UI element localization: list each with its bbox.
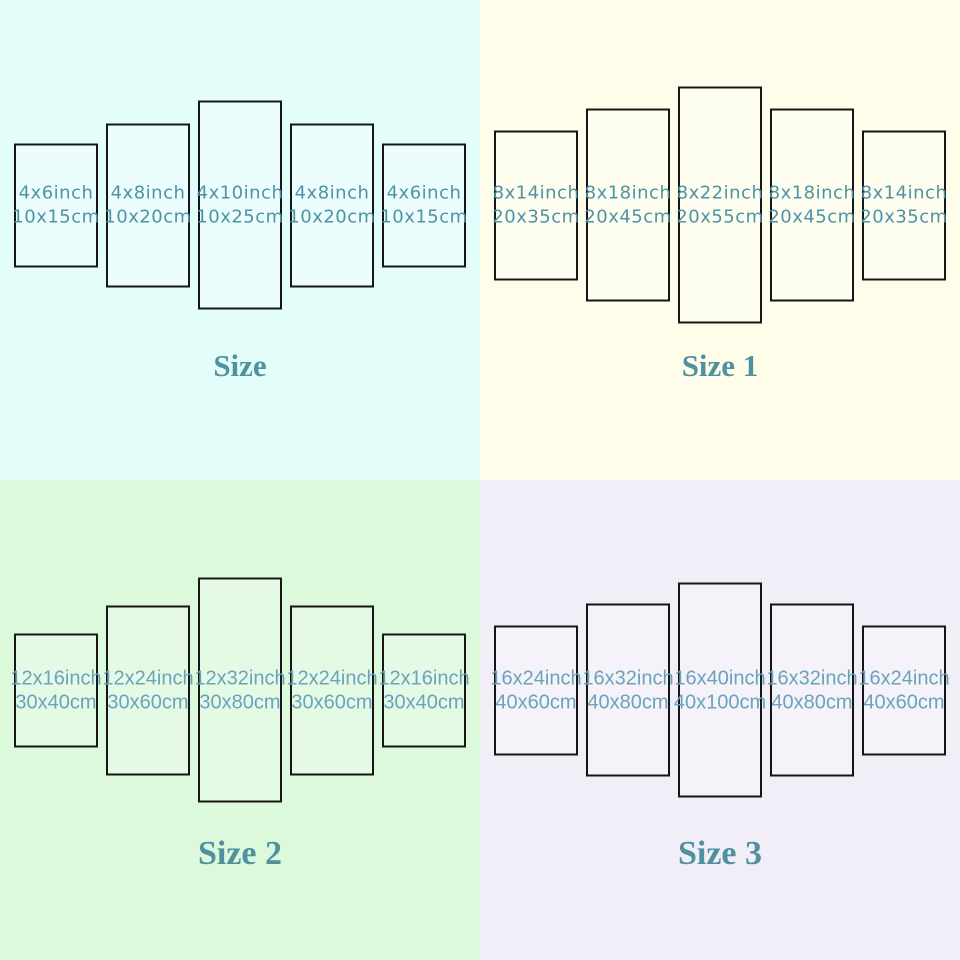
- panel: 16x24inch 40x60cm: [490, 625, 582, 755]
- panel-size-label: 4x6inch 10x15cm: [380, 181, 467, 229]
- size-cm: 10x20cm: [288, 206, 376, 227]
- panel: 8x14inch 20x35cm: [492, 130, 579, 280]
- size-inches: 12x16inch: [378, 667, 470, 689]
- panel-size-label: 12x24inch 30x60cm: [286, 666, 377, 714]
- panel: 8x18inch 20x45cm: [584, 108, 671, 302]
- size-cm: 10x15cm: [380, 206, 468, 227]
- size-inches: 12x16inch: [10, 667, 102, 689]
- size-cm: 10x15cm: [12, 206, 100, 227]
- size-cm: 20x45cm: [584, 206, 672, 227]
- panel-size-label: 12x16inch 30x40cm: [378, 666, 469, 714]
- size-inches: 16x24inch: [490, 667, 582, 689]
- size-cm: 20x35cm: [492, 206, 580, 227]
- size-cm: 20x55cm: [676, 206, 764, 227]
- panel: 8x18inch 20x45cm: [768, 108, 855, 302]
- quadrant-title: Size: [213, 348, 267, 383]
- panel-size-label: 16x24inch 40x60cm: [858, 666, 949, 714]
- size-inches: 12x24inch: [102, 667, 194, 689]
- panel: 12x16inch 30x40cm: [378, 633, 470, 747]
- size-inches: 16x32inch: [766, 667, 858, 689]
- size-inches: 16x24inch: [858, 667, 950, 689]
- size-cm: 40x60cm: [495, 691, 577, 713]
- panel-size-label: 8x22inch 20x55cm: [676, 181, 763, 229]
- size-inches: 8x18inch: [584, 182, 672, 203]
- panel: 4x8inch 10x20cm: [104, 123, 191, 287]
- panel-size-label: 8x14inch 20x35cm: [860, 181, 947, 229]
- size-cm: 40x80cm: [771, 691, 853, 713]
- size-inches: 16x40inch: [674, 667, 766, 689]
- size-inches: 8x18inch: [768, 182, 856, 203]
- panel-size-label: 16x24inch 40x60cm: [490, 666, 581, 714]
- quadrant-title: Size 1: [681, 348, 759, 383]
- panel: 16x32inch 40x80cm: [766, 603, 858, 777]
- panel-size-label: 12x16inch 30x40cm: [10, 666, 101, 714]
- panel: 8x22inch 20x55cm: [676, 86, 763, 324]
- size-inches: 8x14inch: [860, 182, 948, 203]
- size-inches: 8x14inch: [492, 182, 580, 203]
- panel-row: 4x6inch 10x15cm 4x8inch 10x20cm 4x10inch…: [0, 100, 480, 310]
- size-inches: 4x8inch: [294, 182, 370, 203]
- quadrant-size-2: 12x16inch 30x40cm 12x24inch 30x60cm 12x3…: [0, 480, 480, 960]
- panel: 12x24inch 30x60cm: [286, 605, 378, 775]
- size-inches: 12x24inch: [286, 667, 378, 689]
- size-inches: 4x6inch: [18, 182, 94, 203]
- panel-size-label: 4x8inch 10x20cm: [288, 181, 375, 229]
- size-cm: 30x80cm: [199, 691, 281, 713]
- panel-row: 16x24inch 40x60cm 16x32inch 40x80cm 16x4…: [480, 582, 960, 798]
- panel: 12x24inch 30x60cm: [102, 605, 194, 775]
- size-cm: 20x45cm: [768, 206, 856, 227]
- panel-size-label: 4x6inch 10x15cm: [12, 181, 99, 229]
- panel-size-label: 8x14inch 20x35cm: [492, 181, 579, 229]
- size-inches: 8x22inch: [676, 182, 764, 203]
- panel-row: 12x16inch 30x40cm 12x24inch 30x60cm 12x3…: [0, 577, 480, 803]
- panel: 4x6inch 10x15cm: [380, 143, 467, 267]
- size-cm: 30x60cm: [291, 691, 373, 713]
- panel-size-label: 8x18inch 20x45cm: [768, 181, 855, 229]
- panel-size-label: 8x18inch 20x45cm: [584, 181, 671, 229]
- panel: 4x10inch 10x25cm: [196, 100, 283, 310]
- quadrant-size-1: 8x14inch 20x35cm 8x18inch 20x45cm 8x22in…: [480, 0, 960, 480]
- panel: 4x8inch 10x20cm: [288, 123, 375, 287]
- panel: 12x16inch 30x40cm: [10, 633, 102, 747]
- size-cm: 30x40cm: [15, 691, 97, 713]
- quadrant-size-3: 16x24inch 40x60cm 16x32inch 40x80cm 16x4…: [480, 480, 960, 960]
- panel: 8x14inch 20x35cm: [860, 130, 947, 280]
- size-inches: 16x32inch: [582, 667, 674, 689]
- quadrant-title: Size 3: [677, 835, 763, 872]
- panel-size-label: 16x40inch 40x100cm: [674, 666, 766, 714]
- size-inches: 4x6inch: [386, 182, 462, 203]
- panel: 16x40inch 40x100cm: [674, 582, 766, 798]
- size-inches: 4x8inch: [110, 182, 186, 203]
- size-cm: 20x35cm: [860, 206, 948, 227]
- size-cm: 40x80cm: [587, 691, 669, 713]
- panel: 4x6inch 10x15cm: [12, 143, 99, 267]
- panel: 12x32inch 30x80cm: [194, 577, 286, 803]
- panel: 16x24inch 40x60cm: [858, 625, 950, 755]
- size-cm: 10x25cm: [196, 206, 284, 227]
- size-cm: 40x100cm: [673, 691, 767, 713]
- size-cm: 30x40cm: [383, 691, 465, 713]
- panel-row: 8x14inch 20x35cm 8x18inch 20x45cm 8x22in…: [480, 86, 960, 324]
- quadrant-title: Size 2: [197, 835, 283, 872]
- size-inches: 4x10inch: [196, 182, 284, 203]
- panel: 16x32inch 40x80cm: [582, 603, 674, 777]
- quadrant-size: 4x6inch 10x15cm 4x8inch 10x20cm 4x10inch…: [0, 0, 480, 480]
- size-cm: 10x20cm: [104, 206, 192, 227]
- size-cm: 30x60cm: [107, 691, 189, 713]
- panel-size-label: 12x24inch 30x60cm: [102, 666, 193, 714]
- panel-size-label: 16x32inch 40x80cm: [582, 666, 673, 714]
- size-cm: 40x60cm: [863, 691, 945, 713]
- panel-size-label: 16x32inch 40x80cm: [766, 666, 857, 714]
- panel-size-label: 4x8inch 10x20cm: [104, 181, 191, 229]
- panel-size-label: 12x32inch 30x80cm: [194, 666, 285, 714]
- panel-size-label: 4x10inch 10x25cm: [196, 181, 283, 229]
- size-inches: 12x32inch: [194, 667, 286, 689]
